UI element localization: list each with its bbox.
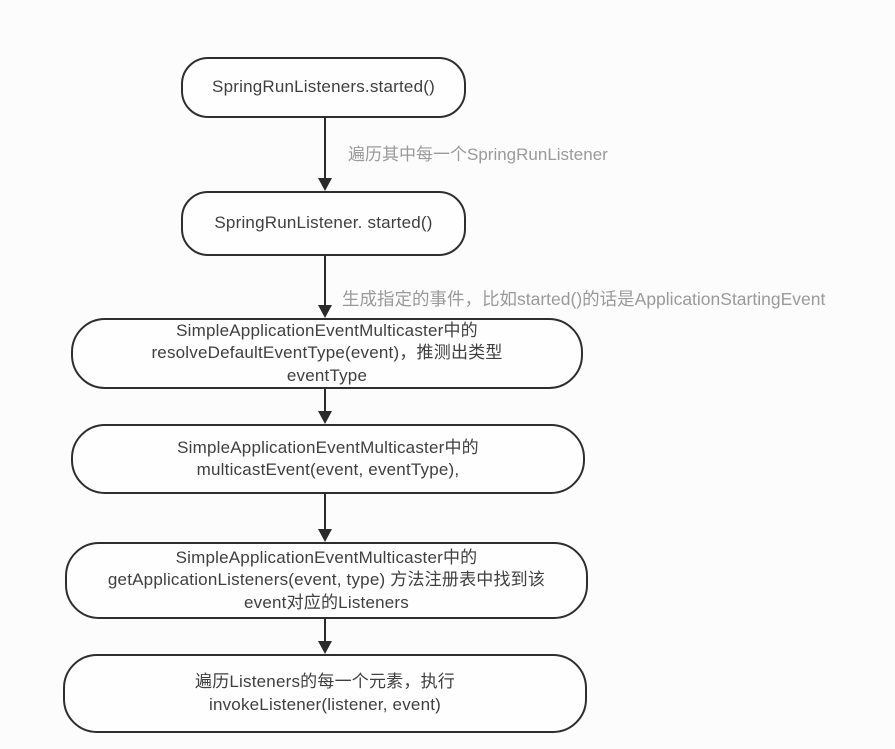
arrow-down-icon (318, 641, 332, 654)
node-label: SimpleApplicationEventMulticaster中的 getA… (107, 547, 546, 612)
node-label: SpringRunListeners.started() (212, 77, 435, 97)
flow-arrow-2 (318, 256, 332, 318)
arrow-shaft (324, 256, 326, 305)
edge-label-iterate-spring-run-listener: 遍历其中每一个SpringRunListener (348, 145, 608, 164)
edge-label-generate-event: 生成指定的事件，比如started()的话是ApplicationStartin… (342, 289, 826, 309)
node-label: SpringRunListener. started() (214, 213, 433, 233)
arrow-down-icon (318, 411, 332, 424)
arrow-shaft (324, 494, 326, 529)
arrow-down-icon (318, 529, 332, 542)
flow-arrow-5 (318, 619, 332, 654)
flow-node-spring-run-listener-started: SpringRunListener. started() (181, 191, 466, 256)
flow-node-get-application-listeners: SimpleApplicationEventMulticaster中的 getA… (65, 542, 588, 619)
flow-arrow-1 (318, 118, 332, 191)
flow-node-resolve-default-event-type: SimpleApplicationEventMulticaster中的 reso… (71, 318, 583, 389)
arrow-down-icon (318, 305, 332, 318)
node-label: 遍历Listeners的每一个元素，执行 invokeListener(list… (195, 672, 455, 714)
node-label: SimpleApplicationEventMulticaster中的 reso… (151, 320, 503, 385)
flow-node-multicast-event: SimpleApplicationEventMulticaster中的 mult… (71, 424, 585, 494)
flow-node-invoke-listener: 遍历Listeners的每一个元素，执行 invokeListener(list… (63, 654, 587, 733)
flow-node-spring-run-listeners-started: SpringRunListeners.started() (181, 57, 466, 118)
node-label: SimpleApplicationEventMulticaster中的 mult… (177, 437, 479, 480)
arrow-shaft (324, 118, 326, 178)
flow-arrow-3 (318, 389, 332, 424)
arrow-shaft (324, 389, 326, 411)
flow-arrow-4 (318, 494, 332, 542)
arrow-down-icon (318, 178, 332, 191)
arrow-shaft (324, 619, 326, 641)
